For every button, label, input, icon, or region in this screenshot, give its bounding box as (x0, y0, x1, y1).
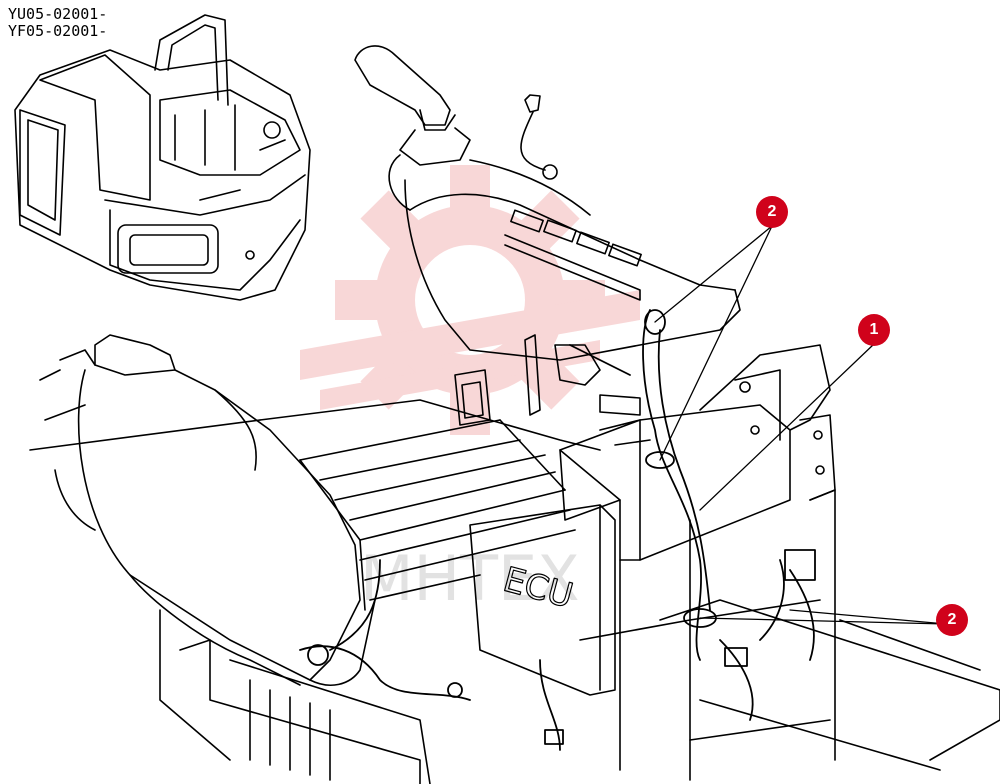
callout-1[interactable]: 1 (858, 314, 890, 346)
callout-2-lower[interactable]: 2 (936, 604, 968, 636)
leader-lines (654, 225, 947, 625)
joystick-console (354, 45, 741, 361)
inset-cabin-view (14, 14, 311, 301)
ecu-assembly (559, 344, 836, 781)
watermark-text: MHTEX (360, 542, 580, 615)
wiring-harness (299, 309, 816, 751)
serial-number-1: YU05-02001- (8, 5, 108, 23)
lever-bracket (454, 334, 641, 426)
ecu-plate (469, 504, 616, 696)
watermark-logo (300, 165, 640, 435)
serial-number-2: YF05-02001- (8, 22, 108, 40)
callout-2-upper[interactable]: 2 (756, 196, 788, 228)
operator-seat (39, 334, 376, 686)
